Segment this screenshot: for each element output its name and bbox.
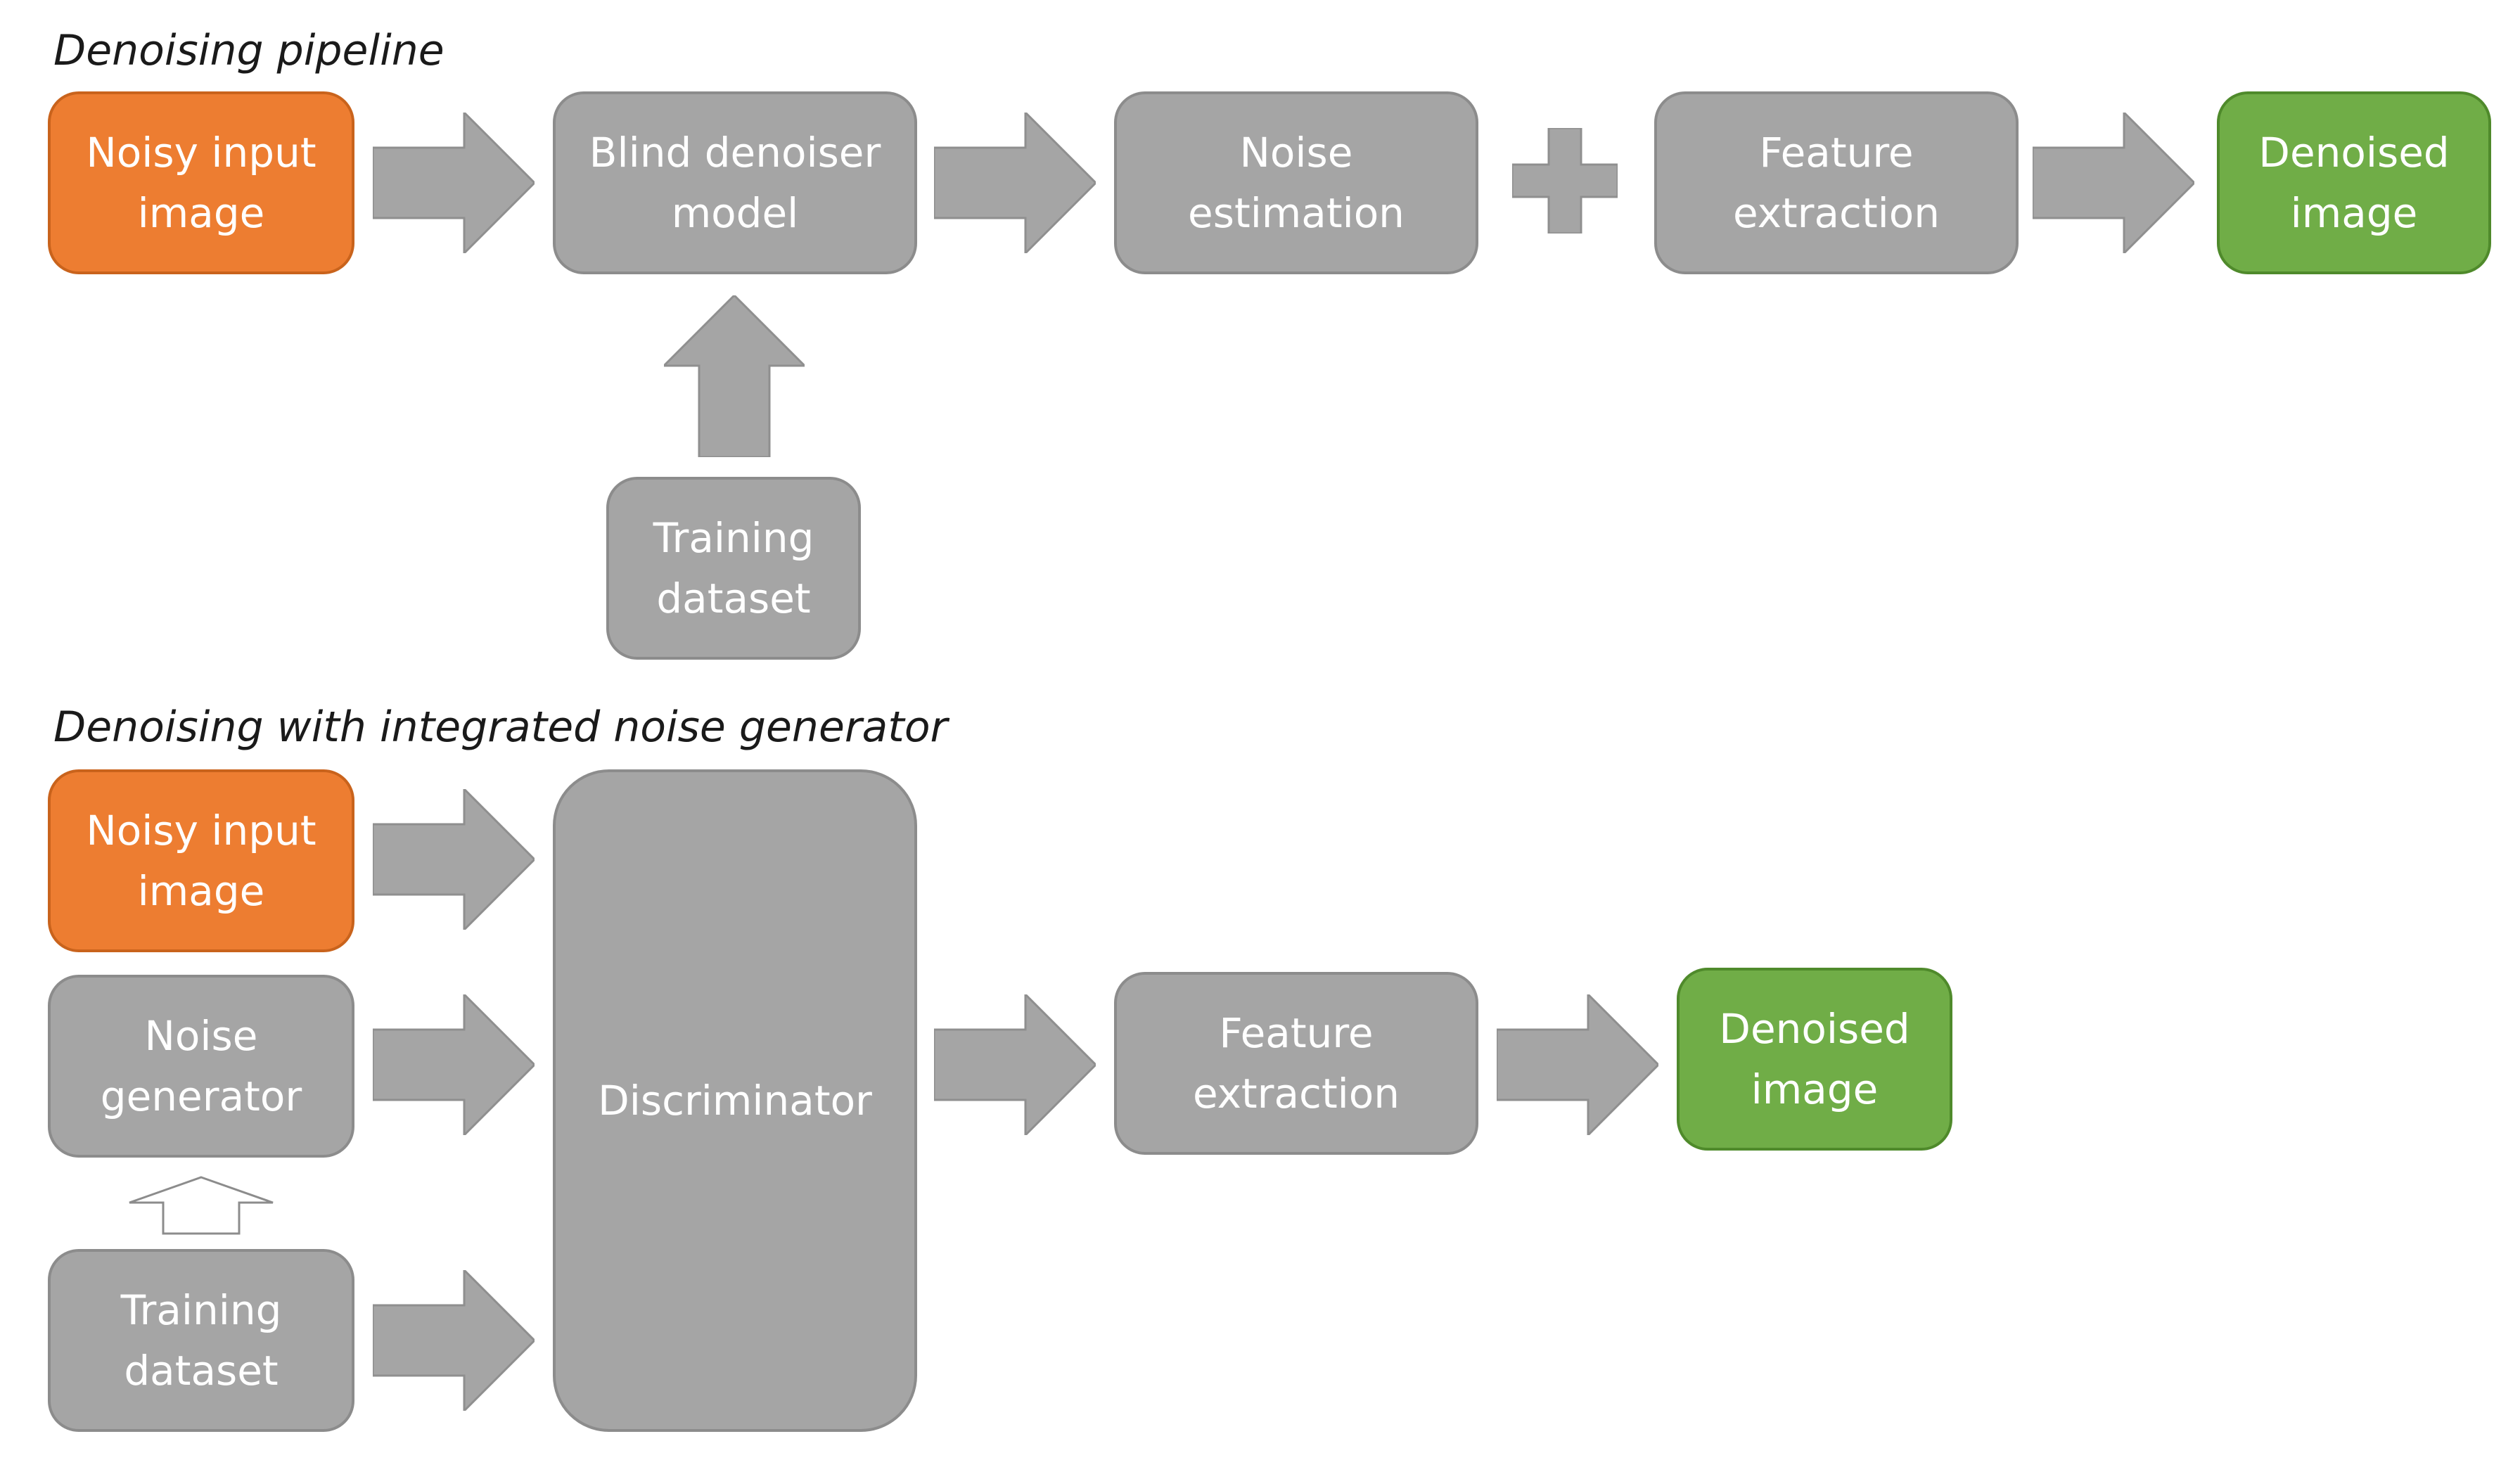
- node-label-line1: Training: [120, 1286, 282, 1334]
- plus-icon: [1512, 128, 1618, 233]
- node-label-line1: Noisy input: [86, 807, 316, 854]
- bottom-noise-generator-node: Noise generator: [48, 975, 354, 1158]
- bottom-feature-extraction-node: Feature extraction: [1114, 972, 1478, 1155]
- node-label-line1: Denoised: [1719, 1005, 1910, 1053]
- node-label-line2: extraction: [1732, 189, 1940, 237]
- node-label-line2: image: [1751, 1065, 1879, 1113]
- node-label-line1: Denoised: [2258, 129, 2450, 177]
- right-arrow-icon: [934, 994, 1096, 1135]
- node-label-line1: Blind denoiser: [589, 129, 881, 177]
- node-label-line2: dataset: [124, 1347, 279, 1395]
- right-arrow-icon: [2033, 113, 2194, 253]
- bottom-noisy-input-node: Noisy input image: [48, 769, 354, 952]
- node-label-line1: Noisy input: [86, 129, 316, 177]
- discriminator-label: Discriminator: [598, 1077, 872, 1125]
- discriminator-node: Discriminator: [553, 769, 917, 1432]
- top-noisy-input-node: Noisy input image: [48, 91, 354, 274]
- right-arrow-icon: [373, 994, 535, 1135]
- outline-up-arrow-icon: [129, 1176, 274, 1235]
- top-denoised-image-node: Denoised image: [2217, 91, 2491, 274]
- node-label-line2: model: [671, 189, 799, 237]
- node-label-line2: image: [137, 189, 265, 237]
- node-label-line2: generator: [100, 1072, 302, 1120]
- node-label-line2: estimation: [1188, 189, 1405, 237]
- bottom-denoised-image-node: Denoised image: [1677, 968, 1952, 1151]
- top-feature-extraction-node: Feature extraction: [1654, 91, 2019, 274]
- bottom-section-title: Denoising with integrated noise generato…: [53, 703, 948, 752]
- right-arrow-icon: [373, 113, 535, 253]
- top-blind-denoiser-node: Blind denoiser model: [553, 91, 917, 274]
- node-label-line2: image: [137, 867, 265, 915]
- top-noise-estimation-node: Noise estimation: [1114, 91, 1478, 274]
- right-arrow-icon: [373, 1270, 535, 1411]
- up-arrow-icon: [664, 295, 805, 457]
- node-label-line1: Noise: [1239, 129, 1353, 177]
- node-label-line2: extraction: [1192, 1070, 1400, 1118]
- node-label-line1: Feature: [1219, 1009, 1374, 1057]
- right-arrow-icon: [1497, 994, 1658, 1135]
- node-label-line1: Noise: [144, 1012, 258, 1060]
- top-section-title: Denoising pipeline: [53, 26, 444, 75]
- node-label-line2: dataset: [656, 575, 811, 622]
- top-training-dataset-node: Training dataset: [606, 477, 861, 660]
- node-label-line1: Feature: [1759, 129, 1914, 177]
- right-arrow-icon: [373, 789, 535, 930]
- right-arrow-icon: [934, 113, 1096, 253]
- node-label-line1: Training: [653, 514, 814, 562]
- bottom-training-dataset-node: Training dataset: [48, 1249, 354, 1432]
- node-label-line2: image: [2290, 189, 2418, 237]
